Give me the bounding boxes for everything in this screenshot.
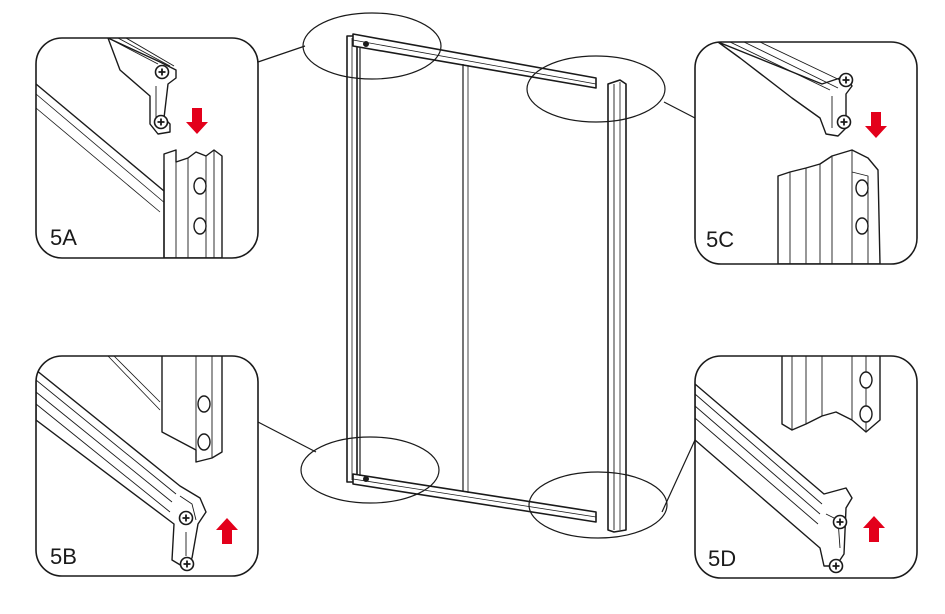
leader-lines	[257, 45, 696, 513]
step-label-5b: 5B	[50, 544, 77, 569]
callout-ellipse-5b	[300, 436, 440, 504]
direction-arrows	[186, 108, 887, 544]
detail-frame-5b	[35, 355, 259, 577]
arrow-down-icon	[865, 112, 887, 138]
door-assembly	[346, 33, 627, 533]
arrow-down-icon	[186, 108, 208, 134]
detail-panel-5c	[694, 41, 918, 265]
step-labels: 5A 5B 5C 5D	[50, 225, 736, 571]
detail-panel-5d	[694, 355, 918, 579]
arrow-up-icon	[216, 518, 238, 544]
arrow-up-icon	[863, 516, 885, 542]
screw-icon	[153, 114, 169, 130]
glass-panels	[359, 48, 469, 493]
top-rail	[352, 33, 597, 89]
screw-icon	[836, 114, 852, 130]
callout-ellipse-5c	[526, 55, 666, 123]
left-wall-profile	[346, 35, 358, 483]
callout-ellipses	[300, 12, 668, 539]
bottom-rail	[352, 473, 597, 523]
screw-icon	[832, 514, 848, 530]
screw-icon	[179, 556, 195, 572]
step-label-5d: 5D	[708, 546, 736, 571]
detail-panel-5a	[35, 37, 259, 259]
screw-icon	[178, 510, 194, 526]
right-wall-profile	[607, 79, 627, 533]
detail-panel-5b	[35, 355, 259, 577]
step-label-5c: 5C	[706, 227, 734, 252]
step-label-5a: 5A	[50, 225, 77, 250]
callout-ellipse-5a	[302, 12, 442, 80]
screw-icon	[154, 64, 170, 80]
detail-frame-5a	[35, 37, 259, 259]
callout-ellipse-5d	[528, 471, 668, 539]
detail-frame-5d	[694, 355, 918, 579]
screw-icon	[828, 558, 844, 574]
screw-icon	[838, 72, 854, 88]
detail-frame-5c	[694, 41, 918, 265]
